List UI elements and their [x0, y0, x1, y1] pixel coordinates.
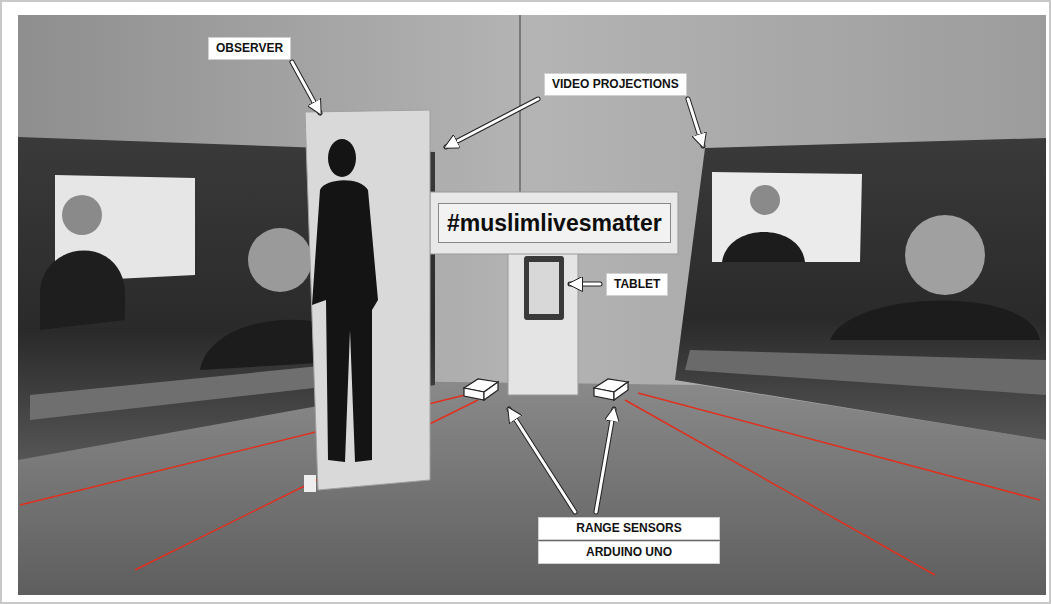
- photo-part: [594, 388, 614, 400]
- photo-part: [509, 409, 575, 512]
- photo-part: [688, 99, 703, 146]
- photo-part: [688, 99, 703, 146]
- label-text: TABLET: [614, 277, 660, 292]
- label-text: #muslimlivesmatter: [447, 209, 662, 237]
- photo-part: [304, 475, 316, 492]
- photo-part: [305, 110, 430, 490]
- photo-part: [292, 62, 320, 113]
- tablet-stand: [508, 250, 578, 395]
- photo-part: [712, 172, 862, 262]
- photo-part: [62, 195, 102, 235]
- photo-part: [722, 232, 805, 262]
- photo-part: [312, 139, 378, 462]
- photo-part: [292, 62, 703, 512]
- callout-label: VIDEO PROJECTIONS: [544, 73, 687, 96]
- photo-part: [570, 282, 600, 287]
- label-text: RANGE SENSORS: [546, 521, 712, 536]
- photo-part: [596, 409, 614, 512]
- callout-label: RANGE SENSORS: [538, 517, 720, 540]
- photo-part: [328, 139, 356, 177]
- sensor-beams: [20, 393, 1040, 575]
- callout-label: TABLET: [606, 273, 668, 296]
- photo-part: [638, 393, 1040, 500]
- photo-part: [685, 350, 1046, 395]
- label-text: OBSERVER: [216, 41, 283, 56]
- photo-part: [529, 262, 559, 314]
- sign-board: [430, 192, 678, 254]
- photo-part: [508, 250, 578, 395]
- photo-part: [484, 382, 498, 400]
- photo-part: [596, 409, 614, 512]
- photo-part: [292, 62, 320, 113]
- photo-part: [509, 409, 575, 512]
- photo-part: [614, 382, 628, 400]
- photo-part: [905, 215, 985, 295]
- photo-part: [750, 185, 780, 215]
- range-sensor-symbol: [464, 379, 628, 400]
- leader-arrows: [292, 62, 703, 512]
- photo-part: [248, 228, 312, 292]
- photo-part: [430, 192, 678, 254]
- photo-part: [446, 99, 538, 147]
- right-screen: [675, 138, 1046, 440]
- photo-part: [830, 301, 1040, 340]
- photo-part: [446, 99, 538, 147]
- hashtag-sign: #muslimlivesmatter: [438, 203, 671, 243]
- photo-part: [570, 283, 600, 286]
- photo-part: [464, 388, 484, 400]
- label-text: ARDUINO UNO: [546, 545, 712, 560]
- label-text: VIDEO PROJECTIONS: [552, 77, 679, 92]
- photo-part: [292, 62, 703, 512]
- photo-part: [18, 15, 1046, 595]
- photo-part: [40, 251, 125, 330]
- photo-part: [675, 138, 1046, 440]
- callout-label: ARDUINO UNO: [538, 541, 720, 564]
- photo-part: [524, 256, 564, 320]
- observer-board: [304, 110, 430, 492]
- photo-part: [312, 180, 378, 462]
- callout-label: OBSERVER: [208, 37, 291, 60]
